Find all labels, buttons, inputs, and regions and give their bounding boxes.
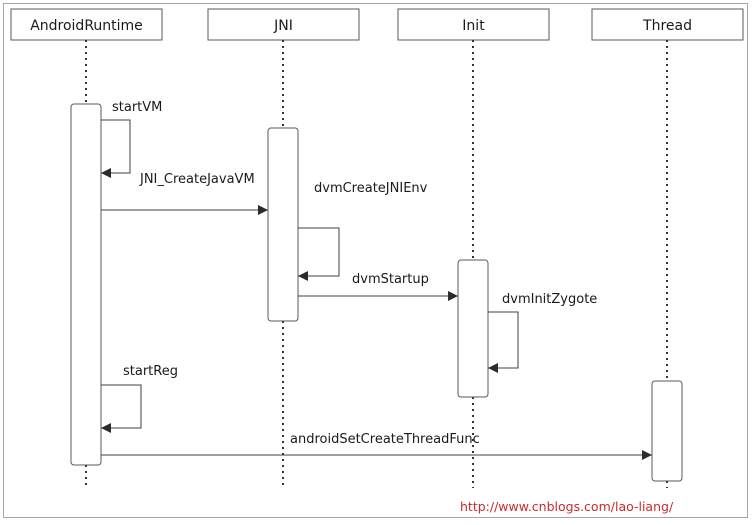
message-label: dvmCreateJNIEnv xyxy=(314,181,428,196)
message-label: startReg xyxy=(123,364,178,379)
watermark-url: http://www.cnblogs.com/lao-liang/ xyxy=(460,499,674,514)
activation-bar xyxy=(651,380,683,482)
lifeline-init: Init xyxy=(397,8,550,488)
lifeline-header-box xyxy=(397,8,550,41)
lifeline-jni: JNI xyxy=(207,8,360,488)
message-label: androidSetCreateThreadFunc xyxy=(290,432,480,447)
lifeline-header-label: AndroidRuntime xyxy=(30,18,143,34)
activation-bar xyxy=(457,259,489,398)
lifeline-thread: Thread xyxy=(591,8,744,488)
diagram-frame xyxy=(3,3,748,518)
message-dvmstartup: dvmStartup xyxy=(298,272,458,301)
lifeline-header-box xyxy=(591,8,744,41)
lifeline-androidruntime: AndroidRuntime xyxy=(10,8,163,488)
message-androidsetcreatethreadfunc: androidSetCreateThreadFunc xyxy=(101,432,652,460)
message-dvminitzygote: dvmInitZygote xyxy=(488,292,597,373)
message-label: startVM xyxy=(112,100,162,115)
lifeline-header-label: Init xyxy=(462,18,485,34)
message-startvm: startVM xyxy=(101,100,162,178)
self-call-arrow xyxy=(101,384,142,433)
message-jni-createjavavm: JNI_CreateJavaVM xyxy=(101,172,268,215)
self-call-arrow xyxy=(101,119,131,178)
message-startreg: startReg xyxy=(101,364,178,433)
message-dvmcreatejnienv: dvmCreateJNIEnv xyxy=(298,181,428,281)
message-label: dvmInitZygote xyxy=(502,292,597,307)
self-call-arrow xyxy=(298,227,340,281)
message-label: dvmStartup xyxy=(352,272,429,287)
activation-bar xyxy=(267,127,299,322)
lifeline-header-label: JNI xyxy=(273,18,293,34)
lifeline-header-label: Thread xyxy=(642,18,692,34)
lifeline-header-box xyxy=(207,8,360,41)
activation-bar xyxy=(70,103,102,466)
self-call-arrow xyxy=(488,311,519,373)
message-label: JNI_CreateJavaVM xyxy=(139,172,255,187)
